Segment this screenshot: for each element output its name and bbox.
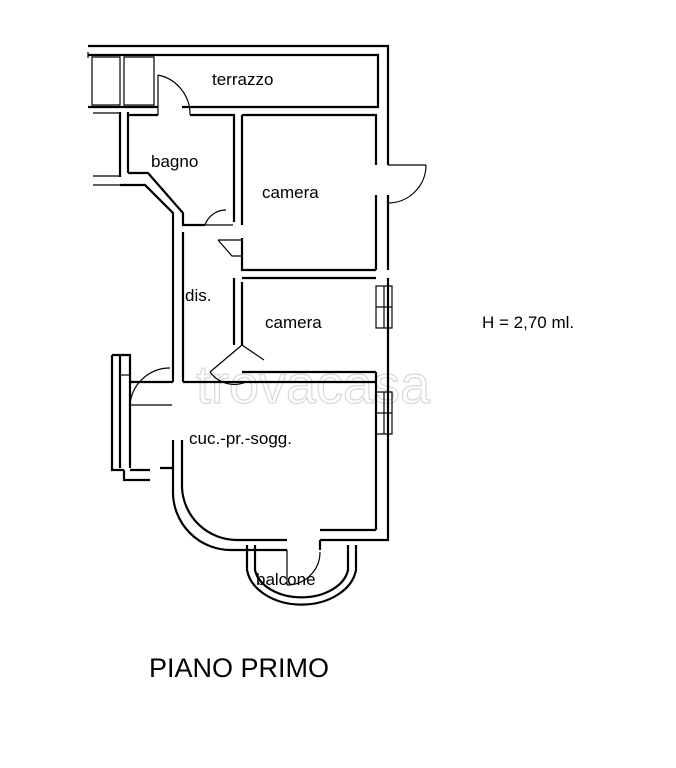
bagno-walls <box>120 113 378 278</box>
balcone-label: balcone <box>256 570 316 589</box>
watermark: trovacasa <box>196 355 431 415</box>
camera-1-walls <box>240 164 427 385</box>
dis-walls <box>171 232 244 382</box>
height-note: H = 2,70 ml. <box>482 313 574 332</box>
camera-1-label: camera <box>262 183 319 202</box>
balcone-walls <box>245 540 358 606</box>
cucina-window <box>375 391 393 435</box>
cucina-walls <box>110 353 390 552</box>
bagno-label: bagno <box>151 152 198 171</box>
entry-door <box>129 367 172 406</box>
bagno-door <box>157 74 191 116</box>
camera-2-label: camera <box>265 313 322 332</box>
left-wall-column <box>93 112 130 186</box>
terrazzo-label: terrazzo <box>212 70 273 89</box>
floor-title: PIANO PRIMO <box>149 653 329 683</box>
camera-2-door <box>209 344 265 385</box>
camera-2-window <box>375 285 393 329</box>
terrazzo-walls <box>87 44 390 165</box>
dis-label: dis. <box>185 286 211 305</box>
cucina-label: cuc.-pr.-sogg. <box>189 429 292 448</box>
camera-1-door <box>204 209 242 257</box>
